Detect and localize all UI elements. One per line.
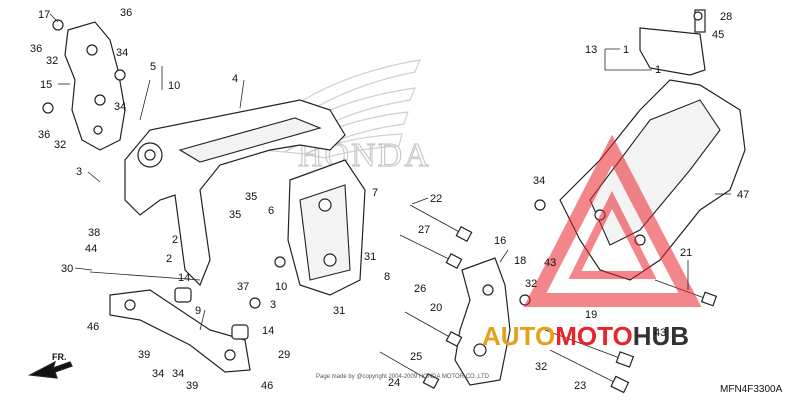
callout-28: 28: [720, 11, 732, 23]
callout-10: 10: [275, 281, 287, 293]
diagram-code: MFN4F3300A: [720, 384, 783, 395]
callout-34: 34: [533, 175, 545, 187]
callout-32: 32: [535, 361, 547, 373]
automotohub-watermark: AUTOMOTOHUB: [482, 134, 702, 351]
callout-22: 22: [430, 193, 442, 205]
callout-9: 9: [195, 305, 201, 317]
watermark-auto: AUTO: [482, 321, 555, 351]
callout-39: 39: [138, 349, 150, 361]
callout-10: 10: [168, 80, 180, 92]
callout-5: 5: [150, 61, 156, 73]
callout-39: 39: [186, 380, 198, 392]
callout-3: 3: [76, 166, 82, 178]
bolts: [42, 11, 718, 394]
callout-6: 6: [268, 205, 274, 217]
callout-2: 2: [172, 234, 178, 246]
callout-43: 43: [544, 257, 556, 269]
copyright-text: Page made by @copyright 2004-2009 HONDA …: [316, 374, 490, 380]
callout-21: 21: [680, 247, 692, 259]
callout-31: 31: [333, 305, 345, 317]
callout-34: 34: [114, 101, 126, 113]
callout-25: 25: [410, 351, 422, 363]
callout-35: 35: [245, 191, 257, 203]
callout-34: 34: [152, 368, 164, 380]
callout-46: 46: [87, 321, 99, 333]
callout-43: 43: [654, 327, 666, 339]
callout-32: 32: [46, 55, 58, 67]
callout-14: 14: [178, 272, 190, 284]
callout-15: 15: [40, 79, 52, 91]
callout-32: 32: [525, 278, 537, 290]
callout-8: 8: [384, 271, 390, 283]
callout-1: 1: [655, 64, 661, 76]
callout-labels: 17 36 36 32 15 36 32 34 34 5 10 4 3 2 2 …: [30, 7, 749, 392]
callout-36: 36: [30, 43, 42, 55]
callout-16: 16: [494, 235, 506, 247]
callout-36: 36: [120, 7, 132, 19]
callout-44: 44: [85, 243, 97, 255]
callout-4: 4: [232, 73, 238, 85]
callout-34: 34: [172, 368, 184, 380]
watermark-hub: HUB: [633, 321, 689, 351]
callout-45: 45: [712, 29, 724, 41]
callout-34: 34: [116, 47, 128, 59]
callout-37: 37: [237, 281, 249, 293]
callout-17: 17: [38, 9, 50, 21]
callout-1: 1: [623, 44, 629, 56]
front-label: FR.: [52, 352, 67, 362]
callout-27: 27: [418, 224, 430, 236]
callout-24: 24: [388, 377, 400, 389]
callout-30: 30: [61, 263, 73, 275]
callout-32: 32: [54, 139, 66, 151]
callout-18: 18: [514, 255, 526, 267]
main-frame-part-4: [124, 99, 366, 296]
callout-47: 47: [737, 189, 749, 201]
callout-26: 26: [414, 283, 426, 295]
callout-19: 19: [585, 309, 597, 321]
callout-7: 7: [372, 187, 378, 199]
callout-3: 3: [270, 299, 276, 311]
callout-35: 35: [229, 209, 241, 221]
callout-13: 13: [585, 44, 597, 56]
callout-20: 20: [430, 302, 442, 314]
callout-38: 38: [88, 227, 100, 239]
watermark-text: AUTOMOTOHUB: [482, 321, 689, 351]
front-arrow: FR.: [27, 352, 73, 379]
callout-31: 31: [364, 251, 376, 263]
callout-29: 29: [278, 349, 290, 361]
lower-bracket-part-9: [109, 289, 251, 373]
callout-2: 2: [166, 253, 172, 265]
callout-23: 23: [574, 380, 586, 392]
callout-36: 36: [38, 129, 50, 141]
left-bracket-part-15: [64, 21, 126, 151]
callout-14: 14: [262, 325, 274, 337]
callout-46: 46: [261, 380, 273, 392]
bracket-part-13: [639, 9, 706, 76]
leader-lines: [49, 13, 731, 331]
watermark-moto: MOTO: [555, 321, 633, 351]
bracket-part-16: [454, 257, 511, 386]
